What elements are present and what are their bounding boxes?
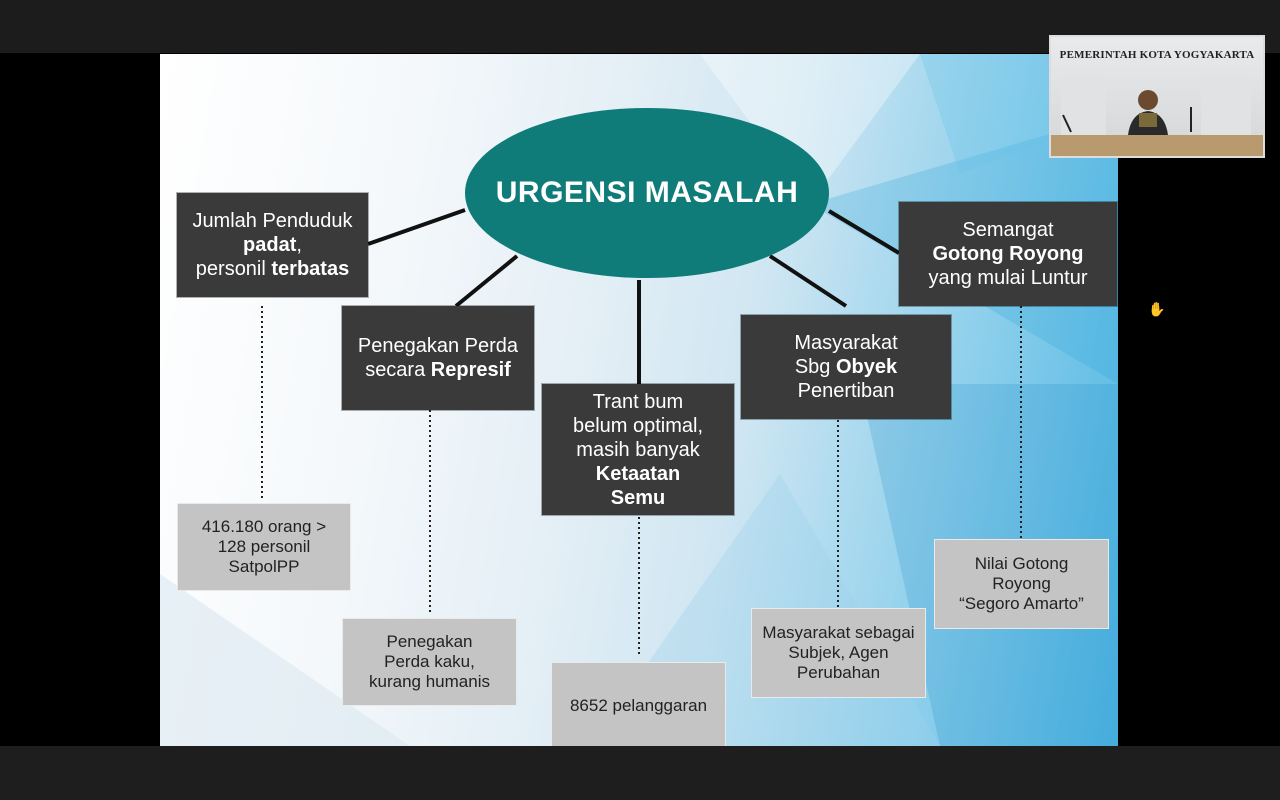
problem-text: Masyarakat: [794, 332, 897, 354]
problem-line: Ketaatan: [596, 462, 680, 486]
detail-box-violations: 8652 pelanggaran: [551, 662, 726, 750]
problem-text: belum optimal,: [573, 415, 703, 437]
detail-line: Perubahan: [797, 663, 880, 683]
detail-line: 8652 pelanggaran: [570, 696, 707, 716]
meeting-bottom-bar: [0, 746, 1280, 800]
problem-text: yang mulai Luntur: [929, 267, 1088, 289]
problem-line: Semangat: [962, 218, 1053, 242]
detail-line: Royong: [992, 574, 1051, 594]
detail-line: Masyarakat sebagai: [762, 623, 914, 643]
problem-line: Penegakan Perda: [358, 334, 518, 358]
problem-line: personil terbatas: [196, 257, 349, 281]
problem-line: Masyarakat: [794, 331, 897, 355]
problem-line: Jumlah Penduduk: [192, 209, 352, 233]
problem-text: Trant bum: [593, 391, 683, 413]
connector-p1: [368, 210, 465, 244]
problem-text: ,: [296, 234, 302, 256]
video-desk: [1051, 135, 1263, 156]
problem-text-bold: terbatas: [271, 258, 349, 280]
problem-text: Jumlah Penduduk: [192, 210, 352, 232]
problem-text: masih banyak: [576, 439, 699, 461]
hand-cursor-icon: ✋: [1148, 301, 1165, 318]
problem-text: Semangat: [962, 219, 1053, 241]
detail-line: Penegakan: [386, 632, 472, 652]
problem-line: yang mulai Luntur: [929, 266, 1088, 290]
problem-text: personil: [196, 258, 272, 280]
detail-line: Perda kaku,: [384, 652, 475, 672]
problem-text: Penegakan Perda: [358, 335, 518, 357]
detail-line: 416.180 orang >: [202, 517, 326, 537]
problem-line: Semu: [611, 486, 665, 510]
problem-line: masih banyak: [576, 438, 699, 462]
detail-line: Subjek, Agen: [788, 643, 888, 663]
detail-line: kurang humanis: [369, 672, 490, 692]
problem-line: padat,: [243, 233, 302, 257]
detail-line: 128 personil: [218, 537, 311, 557]
problem-text-bold: Gotong Royong: [932, 243, 1083, 265]
problem-text-bold: Ketaatan: [596, 463, 680, 485]
problem-text-bold: Semu: [611, 487, 665, 509]
detail-line: SatpolPP: [229, 557, 300, 577]
connector-p5: [829, 211, 899, 253]
problem-line: Gotong Royong: [932, 242, 1083, 266]
problem-line: Trant bum: [593, 390, 683, 414]
problem-line: Penertiban: [798, 379, 895, 403]
problem-text: Sbg: [795, 356, 836, 378]
central-topic-ellipse: URGENSI MASALAH: [465, 108, 829, 278]
problem-line: secara Represif: [365, 358, 511, 382]
problem-text-bold: Obyek: [836, 356, 897, 378]
problem-text-bold: padat: [243, 234, 296, 256]
connector-p2: [456, 256, 517, 306]
problem-text: Penertiban: [798, 380, 895, 402]
problem-text-bold: Represif: [431, 359, 511, 381]
central-topic-title: URGENSI MASALAH: [496, 176, 799, 210]
connector-p4: [770, 256, 846, 306]
detail-line: Nilai Gotong: [975, 554, 1069, 574]
problem-text: secara: [365, 359, 431, 381]
participant-video-tile[interactable]: PEMERINTAH KOTA YOGYAKARTA: [1049, 35, 1265, 158]
problem-line: belum optimal,: [573, 414, 703, 438]
detail-line: “Segoro Amarto”: [959, 594, 1084, 614]
problem-line: Sbg Obyek: [795, 355, 897, 379]
